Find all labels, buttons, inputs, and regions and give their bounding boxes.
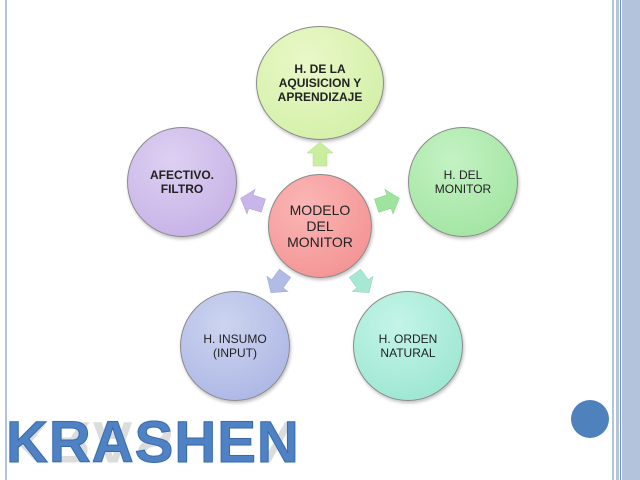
node-monitor: H. DEL MONITOR (408, 127, 518, 237)
node-orden-natural: H. ORDEN NATURAL (353, 291, 463, 401)
arrow-down-right-icon (348, 268, 374, 293)
arrow-right-icon (374, 188, 400, 215)
center-node-modelo-del-monitor: MODELO DEL MONITOR (268, 174, 372, 278)
slide-title: KRASHEN (6, 410, 300, 475)
node-adquisicion: H. DE LA AQUISICION Y APRENDIZAJE (256, 26, 384, 140)
arrow-up-icon (306, 141, 334, 167)
node-afectivo-label: AFECTIVO. FILTRO (149, 168, 214, 196)
right-decorative-stripes (612, 0, 640, 480)
arrow-down-left-icon (266, 268, 292, 293)
left-border (5, 0, 7, 480)
node-orden-natural-label: H. ORDEN NATURAL (378, 332, 438, 360)
decorative-dot (571, 400, 609, 438)
node-insumo-label: H. INSUMO (INPUT) (203, 332, 267, 360)
arrow-left-icon (240, 188, 266, 215)
node-adquisicion-label: H. DE LA AQUISICION Y APRENDIZAJE (277, 62, 363, 104)
node-insumo: H. INSUMO (INPUT) (180, 291, 290, 401)
node-afectivo: AFECTIVO. FILTRO (127, 127, 237, 237)
node-monitor-label: H. DEL MONITOR (434, 168, 492, 196)
center-node-label: MODELO DEL MONITOR (287, 202, 353, 250)
